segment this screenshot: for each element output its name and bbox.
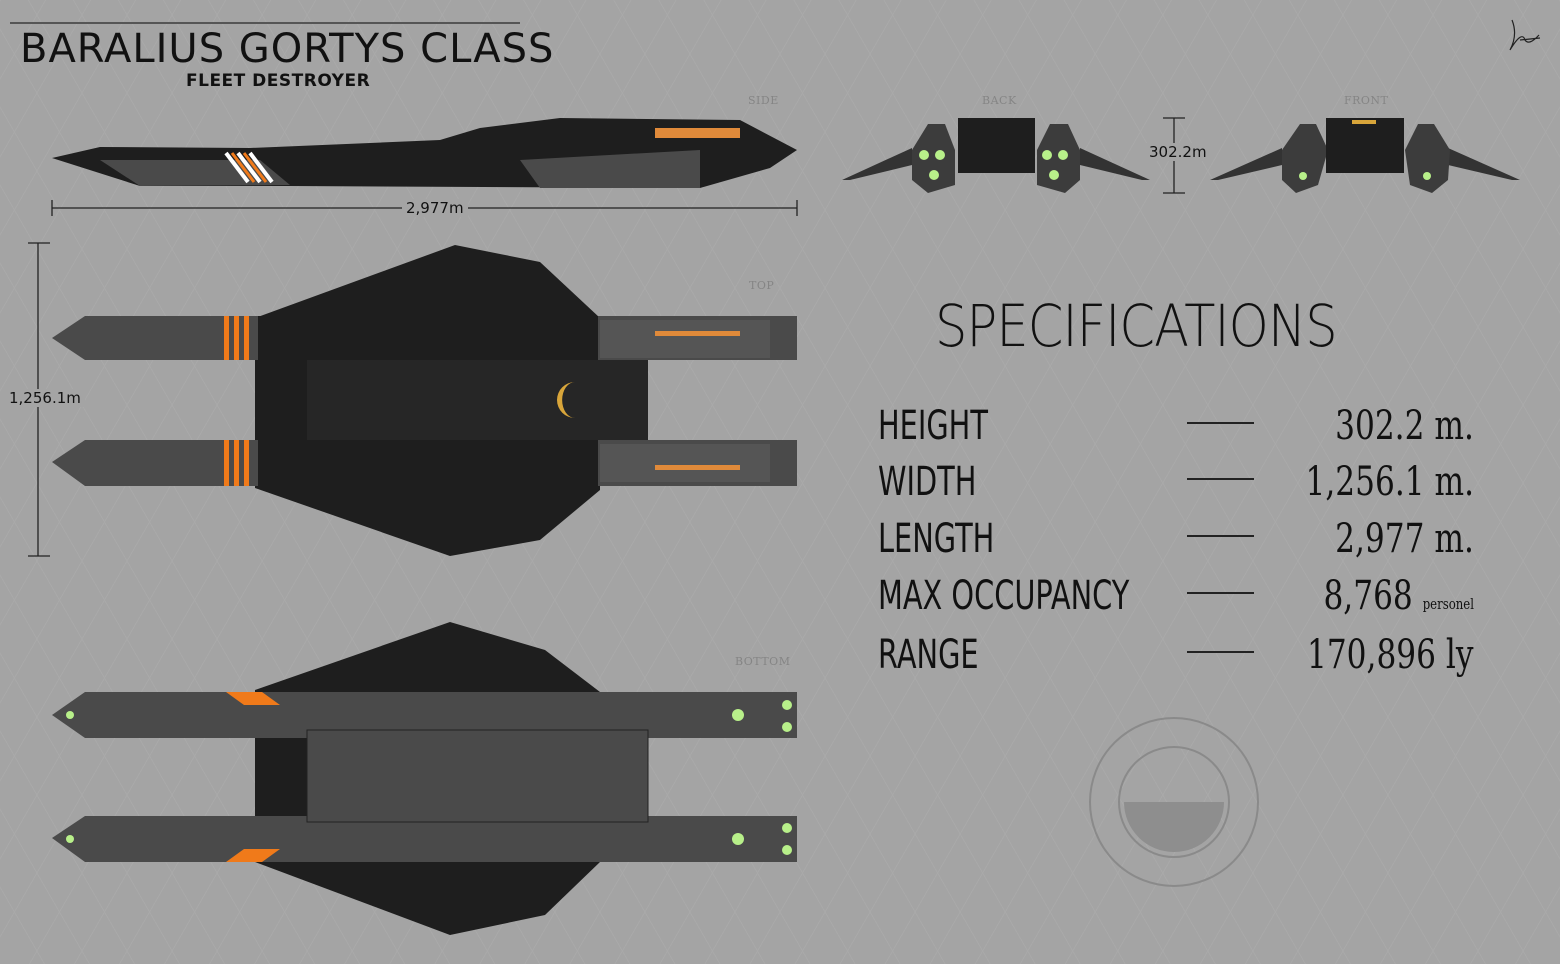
bottom-view-ship xyxy=(52,622,797,935)
spec-row-height: HEIGHT 302.2 m. xyxy=(878,398,1474,446)
spec-label: MAX OCCUPANCY xyxy=(878,573,1130,619)
spec-value-text: 8,768 xyxy=(1323,573,1413,619)
spec-row-width: WIDTH 1,256.1 m. xyxy=(878,454,1474,502)
spec-value-text: 2,977 m. xyxy=(1335,516,1474,562)
spec-divider xyxy=(1187,422,1254,424)
spec-value-text: 302.2 m. xyxy=(1335,403,1474,449)
spec-label: WIDTH xyxy=(878,459,977,505)
spec-unit: personel xyxy=(1422,595,1474,613)
spec-divider xyxy=(1187,651,1254,653)
top-view-label: TOP xyxy=(749,279,775,292)
top-view-ship xyxy=(52,245,797,556)
spec-value: 302.2 m. xyxy=(1335,406,1474,446)
spec-value: 8,768 personel xyxy=(1323,576,1474,616)
title-rule xyxy=(10,22,520,24)
height-dimension: 302.2m xyxy=(1145,143,1211,161)
width-dimension: 1,256.1m xyxy=(5,389,85,407)
spec-label: HEIGHT xyxy=(878,403,988,449)
spec-value-text: 1,256.1 m. xyxy=(1305,459,1474,505)
spec-divider xyxy=(1187,478,1254,480)
specs-title: SPECIFICATIONS xyxy=(935,292,1338,360)
spec-divider xyxy=(1187,592,1254,594)
faction-emblem xyxy=(1089,717,1259,887)
page-subtitle: FLEET DESTROYER xyxy=(186,71,371,91)
spec-value-text: 170,896 ly xyxy=(1307,632,1474,678)
spec-divider xyxy=(1187,535,1254,537)
spec-row-max-occupancy: MAX OCCUPANCY 8,768 personel xyxy=(878,568,1474,616)
spec-row-length: LENGTH 2,977 m. xyxy=(878,511,1474,559)
spec-value: 1,256.1 m. xyxy=(1305,462,1474,502)
spec-label: RANGE xyxy=(878,632,979,678)
crest-icon xyxy=(557,382,575,418)
side-view-label: SIDE xyxy=(748,94,779,107)
artist-signature xyxy=(1509,19,1541,51)
spec-value: 2,977 m. xyxy=(1335,519,1474,559)
spec-row-range: RANGE 170,896 ly xyxy=(878,627,1474,675)
front-view-ship xyxy=(1210,118,1520,193)
spec-label: LENGTH xyxy=(878,516,995,562)
spec-value: 170,896 ly xyxy=(1307,635,1474,675)
front-view-label: FRONT xyxy=(1344,94,1389,107)
back-view-label: BACK xyxy=(982,94,1017,107)
back-view-ship xyxy=(842,118,1150,193)
side-view-ship xyxy=(52,118,797,188)
page-title: BARALIUS GORTYS CLASS xyxy=(20,26,555,72)
length-dimension: 2,977m xyxy=(402,199,468,217)
bottom-view-label: BOTTOM xyxy=(735,655,791,668)
